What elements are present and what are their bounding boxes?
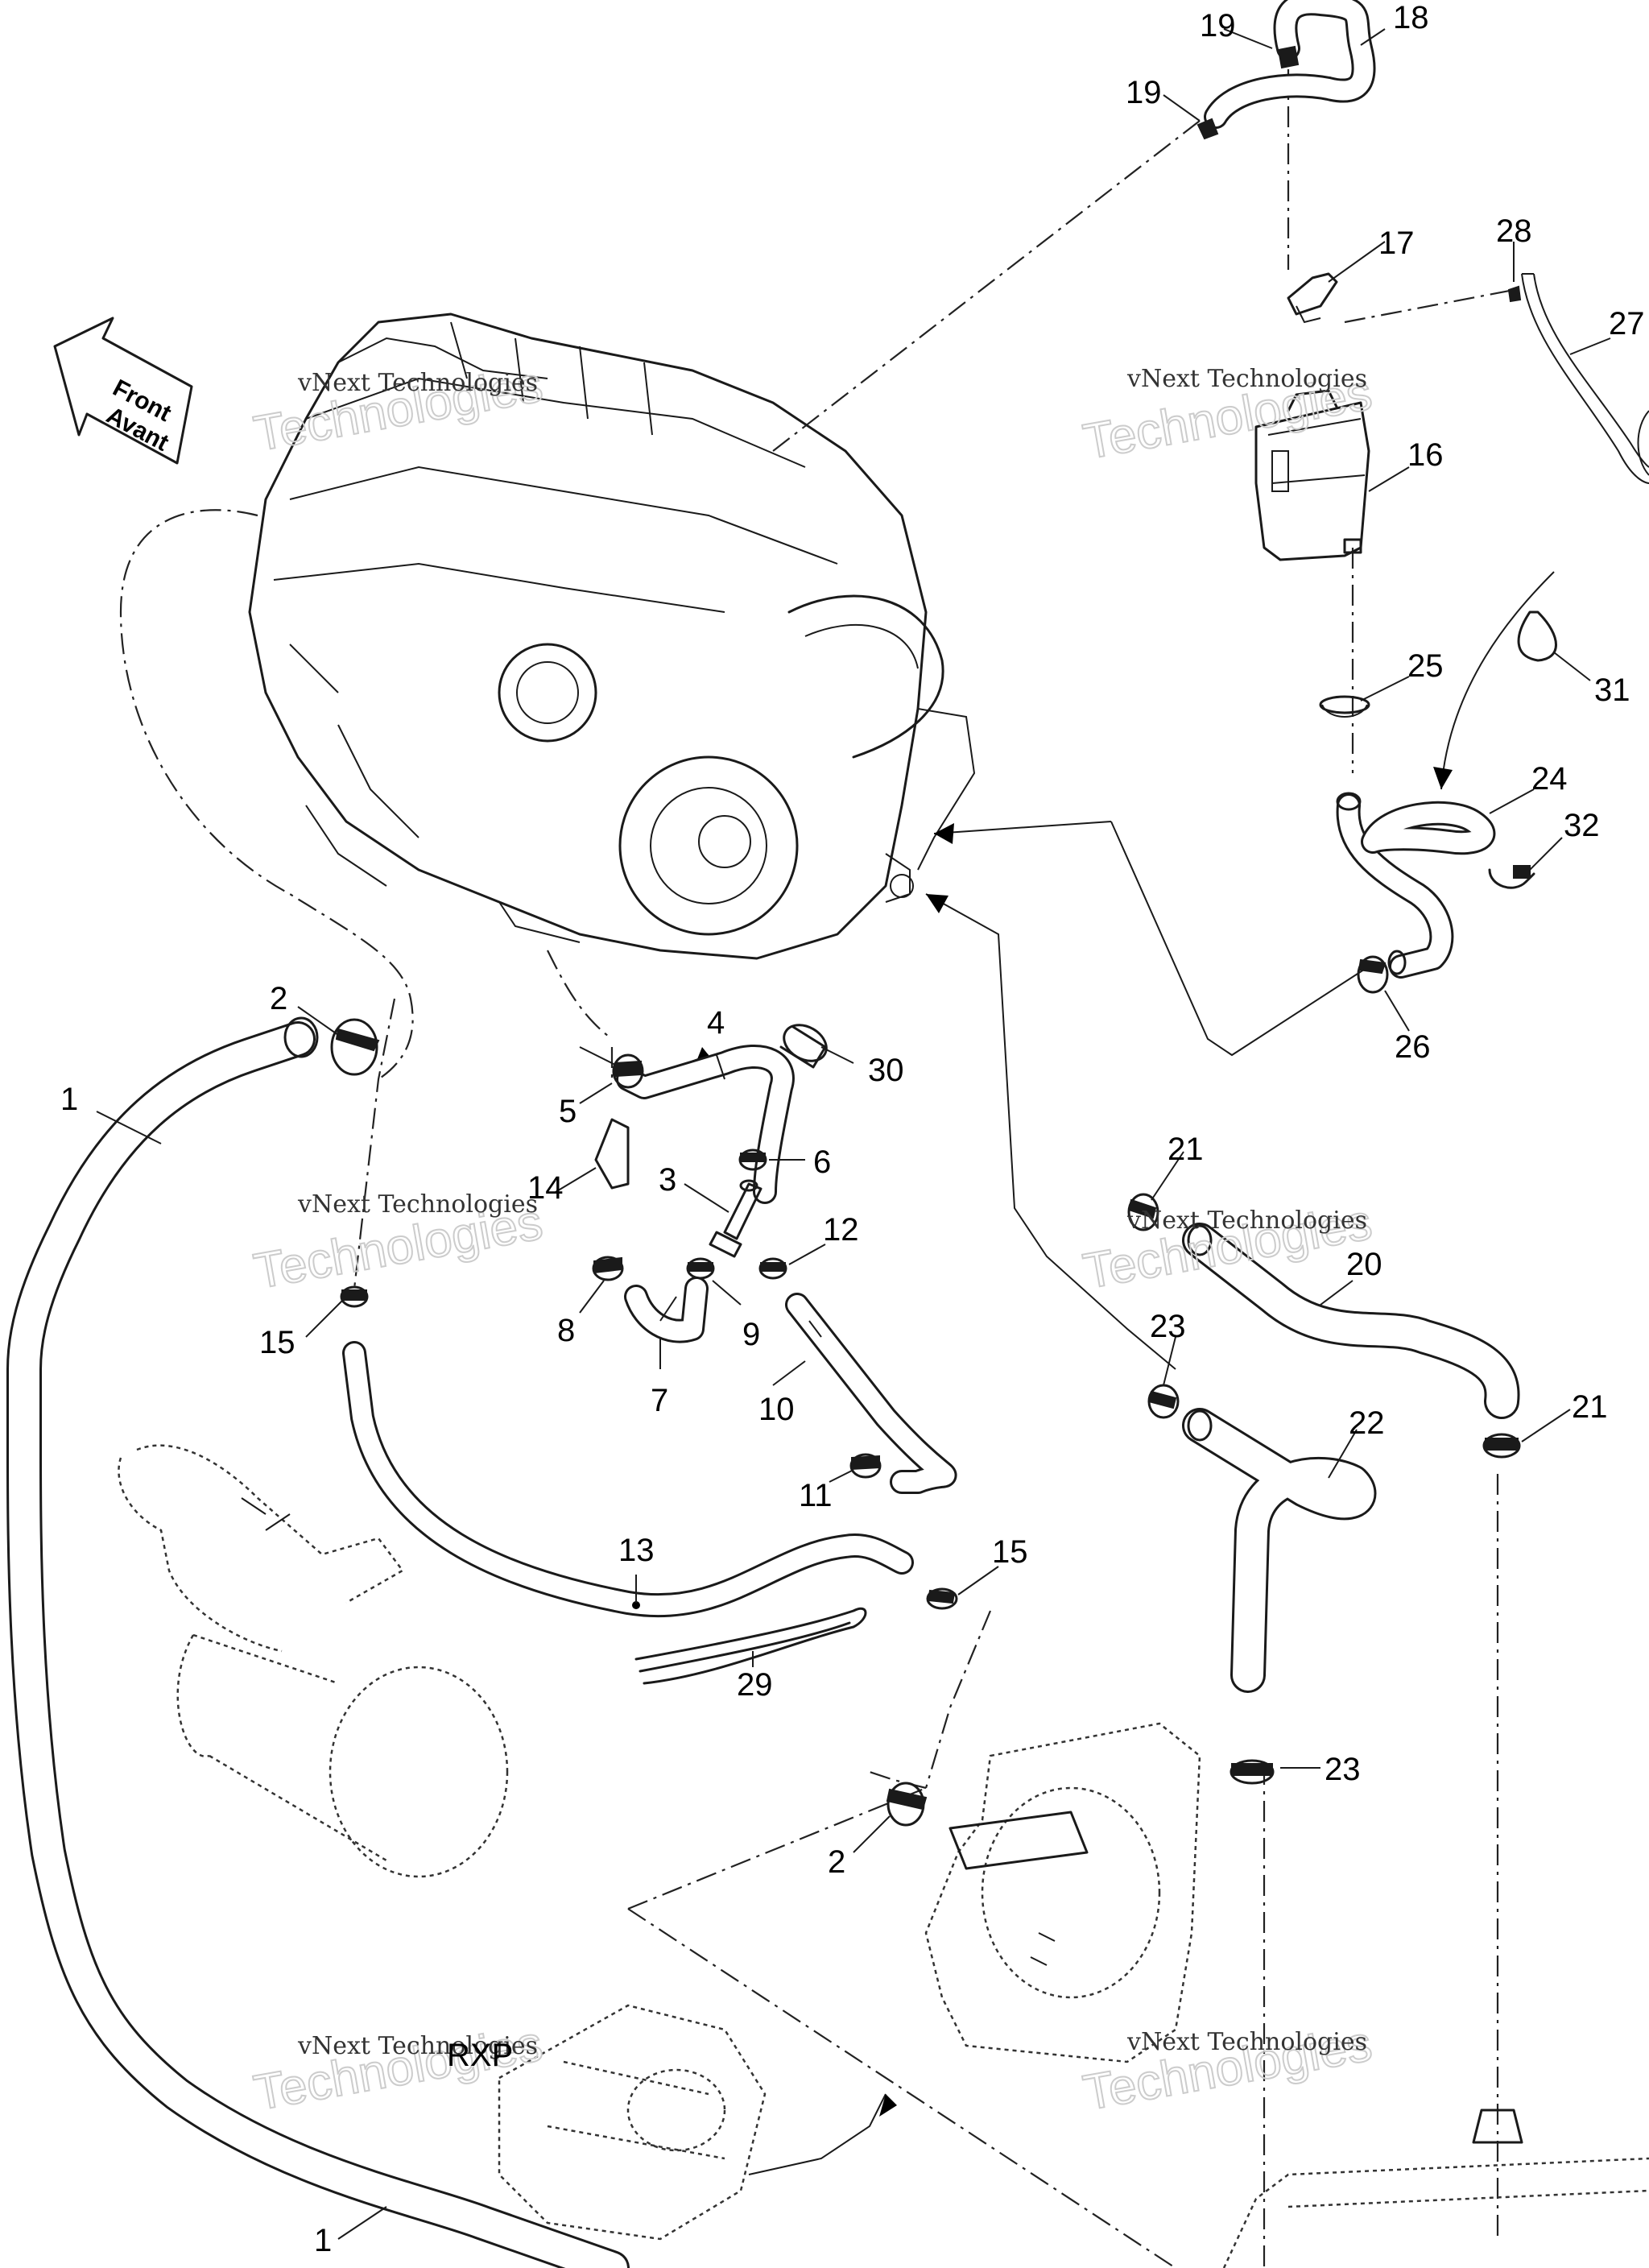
clamp-23-lower (1230, 1759, 1275, 1785)
callout-21-upper: 21 (1168, 1132, 1204, 1167)
callout-11: 11 (799, 1478, 833, 1513)
watermark-6: Technologies vNext Technologies (1078, 2015, 1376, 2122)
callout-14: 14 (527, 1170, 564, 1206)
callout-9: 9 (742, 1317, 760, 1352)
svg-text:vNext Technologies: vNext Technologies (1126, 1206, 1367, 1235)
clip-32 (1488, 865, 1535, 889)
hose-24 (1336, 792, 1495, 979)
callout-15-left: 15 (259, 1325, 295, 1360)
clamp-6 (738, 1148, 767, 1171)
clamp-23-upper (1147, 1384, 1180, 1419)
svg-text:vNext Technologies: vNext Technologies (1126, 2028, 1367, 2056)
part-14-bracket (594, 1118, 630, 1190)
callout-numbers: 19 18 19 17 28 27 16 25 31 24 32 26 2 1 … (60, 0, 1645, 2258)
callout-20: 20 (1346, 1247, 1382, 1282)
part-30-cap (779, 1024, 828, 1069)
rxp-label: RXP (447, 2038, 513, 2073)
clamp-2-upper (330, 1018, 380, 1076)
part-29-strip (634, 1607, 867, 1685)
callout-24: 24 (1531, 761, 1568, 797)
front-direction-arrow: Front Avant (53, 317, 193, 465)
callout-1-lower: 1 (314, 2223, 332, 2258)
rxp-jet-pump (498, 2004, 767, 2241)
clamp-15-right (926, 1587, 958, 1610)
engine-assembly (248, 312, 976, 960)
fitting-28 (1507, 285, 1522, 303)
callout-25: 25 (1407, 648, 1444, 684)
muffler-assembly (118, 1444, 509, 1878)
clamp-26 (1357, 955, 1389, 994)
hose-4 (616, 1045, 795, 1204)
svg-text:vNext Technologies: vNext Technologies (1126, 365, 1367, 393)
callout-2-upper: 2 (270, 981, 287, 1016)
callout-30: 30 (868, 1053, 904, 1088)
callout-5: 5 (559, 1094, 577, 1129)
callout-1-upper: 1 (60, 1082, 78, 1117)
callout-29: 29 (737, 1667, 773, 1703)
callout-21-lower: 21 (1572, 1389, 1608, 1425)
clamp-8 (592, 1256, 624, 1281)
callout-12: 12 (823, 1212, 859, 1248)
clamp-11 (849, 1453, 882, 1479)
coolant-reservoir-16 (1254, 389, 1370, 561)
svg-text:vNext Technologies: vNext Technologies (297, 1190, 538, 1219)
watermark-3: Technologies vNext Technologies (249, 1190, 547, 1301)
hose-13 (342, 1341, 914, 1618)
clamp-9 (686, 1257, 715, 1280)
callout-28: 28 (1496, 213, 1532, 249)
svg-text:vNext Technologies: vNext Technologies (297, 2032, 538, 2060)
hose-27 (1521, 273, 1649, 484)
fitting-3-tee (709, 1179, 763, 1258)
reservoir-cap-17 (1287, 272, 1338, 324)
hull-bottom (1222, 2109, 1649, 2268)
callout-2-lower: 2 (828, 1844, 845, 1880)
clamp-2-lower (886, 1782, 928, 1827)
callout-16: 16 (1407, 437, 1444, 473)
hose-18 (1204, 0, 1376, 129)
clamp-21-upper (1127, 1193, 1159, 1231)
hose-20 (1182, 1223, 1520, 1419)
callout-4: 4 (707, 1005, 725, 1041)
callout-10: 10 (758, 1392, 795, 1427)
callout-23-upper: 23 (1150, 1309, 1186, 1344)
callout-19-lower: 19 (1126, 75, 1162, 110)
hose-1 (6, 1016, 630, 2268)
water-pump-housing (924, 1722, 1201, 2063)
tie-31 (1517, 610, 1557, 662)
callout-18: 18 (1393, 0, 1429, 35)
clip-25 (1319, 695, 1370, 718)
watermark-2: Technologies vNext Technologies (1078, 364, 1376, 471)
callout-26: 26 (1395, 1029, 1431, 1065)
clamp-5 (612, 1053, 644, 1089)
assembly-leader-lines (119, 32, 1515, 2268)
fitting-19-lower (1196, 118, 1219, 140)
callout-leaders (96, 28, 1611, 2240)
svg-text:vNext Technologies: vNext Technologies (297, 369, 538, 397)
hose-7 (624, 1277, 709, 1343)
callout-3: 3 (659, 1162, 676, 1198)
callout-23-lower: 23 (1325, 1752, 1361, 1787)
hose-10 (785, 1293, 957, 1494)
callout-8: 8 (557, 1313, 575, 1348)
callout-27: 27 (1609, 306, 1645, 341)
callout-19-upper: 19 (1200, 8, 1236, 43)
callout-13: 13 (618, 1533, 655, 1568)
watermark-1: Technologies vNext Technologies (249, 356, 547, 463)
callout-22: 22 (1349, 1405, 1385, 1441)
fitting-19-upper (1277, 45, 1300, 69)
clamp-15-left (340, 1285, 369, 1308)
callout-6: 6 (813, 1144, 831, 1180)
callout-7: 7 (651, 1383, 668, 1418)
clamp-21-lower (1482, 1433, 1521, 1459)
callout-32: 32 (1564, 808, 1600, 843)
callout-17: 17 (1378, 226, 1415, 261)
clamp-12 (758, 1257, 787, 1280)
callout-15-right: 15 (992, 1534, 1028, 1570)
hose-22 (1182, 1408, 1377, 1693)
callout-31: 31 (1594, 673, 1630, 708)
